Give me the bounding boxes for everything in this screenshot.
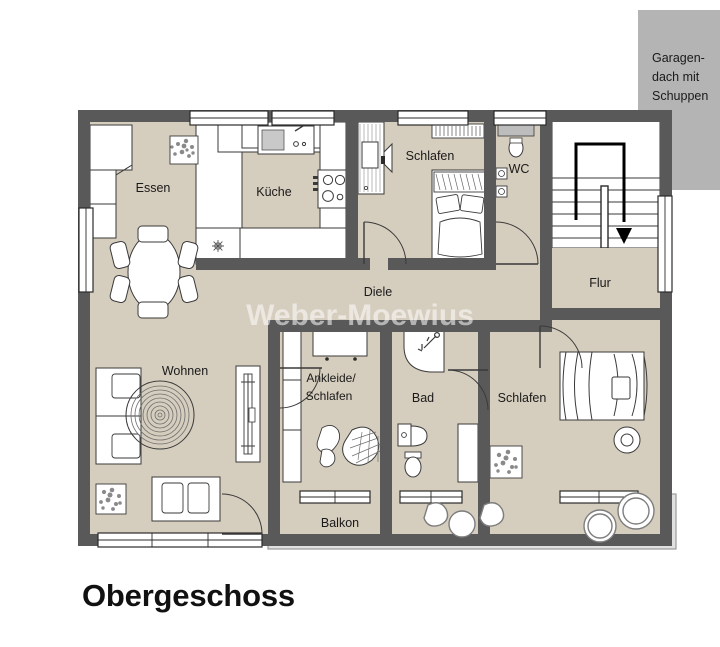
dining-set [109, 225, 199, 319]
window-south-bath [399, 490, 463, 504]
room-label-wc: WC [509, 162, 530, 176]
room-label-ankleide: Ankleide/ [306, 371, 356, 385]
garage-roof-line2: dach mit [652, 70, 700, 84]
wall-kitchen-south [196, 258, 358, 270]
wall-kitchen-bedroom [346, 122, 358, 264]
wall-living-dressing [268, 320, 280, 536]
plant-icon-living [95, 483, 127, 515]
room-label-diele: Diele [364, 285, 393, 299]
garage-roof-line3: Schuppen [652, 89, 708, 103]
room-labels: Essen Küche Schlafen WC Flur Diele Wohne… [136, 149, 611, 530]
toilet-icon-bath [404, 451, 422, 478]
wall-exterior-east [660, 110, 672, 546]
room-label-flur: Flur [589, 276, 611, 290]
stool-icon [613, 426, 641, 454]
garage-roof-line1: Garagen- [652, 51, 705, 65]
window-north-1 [189, 110, 269, 126]
north-bedroom-fixtures [357, 121, 489, 261]
bed-icon-south [559, 351, 648, 421]
room-label-schlafen-nord: Schlafen [406, 149, 455, 163]
balcony-table [448, 510, 476, 538]
toilet-icon-wc [508, 137, 524, 158]
wall-exterior-north [78, 110, 672, 122]
plant-icon-south-bed [489, 445, 523, 479]
room-label-balkon: Balkon [321, 516, 359, 530]
balcony-chair-1 [423, 502, 449, 527]
door-flur [539, 325, 583, 369]
potted-plant-balcony-1 [583, 509, 617, 543]
doors [221, 221, 583, 535]
wall-wc-flur [540, 110, 552, 320]
room-label-ankleide-2: Schlafen [306, 389, 353, 403]
window-east [657, 195, 673, 293]
lounge-chair-icon [316, 425, 341, 468]
wall-bedroom-south [388, 258, 496, 270]
dining-nook-wall [115, 125, 133, 238]
balcony-furniture [423, 492, 655, 543]
sofa-icon [95, 367, 142, 465]
armchair-icon [151, 476, 221, 522]
door-dressing [279, 367, 322, 409]
dining-chairs [109, 225, 199, 319]
window-south-living [97, 532, 263, 548]
dressing-room-fixtures [282, 327, 381, 483]
wall-bedroom-wc [484, 122, 496, 264]
washbasin-icon-bath [397, 423, 428, 447]
door-bedroom-north [363, 221, 407, 265]
door-living [221, 493, 263, 535]
desk-icon [357, 121, 393, 195]
room-label-schlafen-sued: Schlafen [498, 391, 547, 405]
window-north-2 [271, 110, 335, 126]
room-label-wohnen: Wohnen [162, 364, 208, 378]
flur-floor-patch [552, 248, 660, 308]
stove-icon [313, 169, 347, 209]
bed-icon-north [431, 169, 489, 261]
watermark: Weber-Moewius [246, 299, 474, 332]
wall-bath-bedroom [478, 320, 490, 536]
wardrobe-icon-north [431, 123, 485, 139]
wall-diele-south [268, 320, 552, 332]
wall-dressing-bath [380, 320, 392, 536]
staircase [551, 119, 661, 249]
potted-plant-balcony-2 [617, 492, 655, 530]
shower-icon [403, 327, 445, 373]
window-south-dressing [299, 490, 371, 504]
sink-icon [257, 125, 315, 155]
living-room-furniture [95, 365, 261, 522]
window-north-3 [397, 110, 469, 126]
console-icon-dressing [312, 327, 368, 361]
wall-flur-south [540, 308, 672, 320]
bathroom-fixtures [397, 327, 479, 483]
plant-icon-kitchen [169, 135, 199, 165]
balcony-chair-2 [479, 502, 505, 527]
south-bedroom-fixtures [489, 351, 648, 479]
windows [78, 110, 673, 548]
wall-exterior-west [78, 110, 90, 546]
patterned-pouf-icon [342, 426, 381, 466]
round-rug-icon [125, 380, 195, 450]
room-label-bad: Bad [412, 391, 434, 405]
sideboard-icon [235, 365, 261, 463]
door-wc [495, 221, 539, 265]
room-label-kueche: Küche [256, 185, 291, 199]
page-title: Obergeschoss [82, 578, 295, 613]
door-bath [447, 369, 489, 411]
window-west [78, 207, 94, 293]
room-label-essen: Essen [136, 181, 171, 195]
window-north-4 [493, 110, 547, 126]
